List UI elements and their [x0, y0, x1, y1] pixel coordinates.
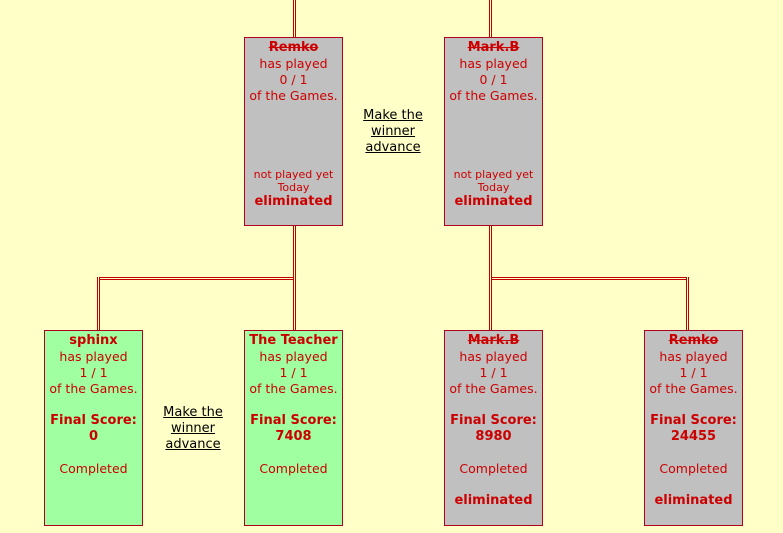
- link-line: winner: [370, 124, 416, 139]
- date-text: Today: [277, 181, 310, 194]
- bracket-connector: [686, 277, 689, 331]
- player-card-bottom-1: sphinx has played 1 / 1 of the Games. Fi…: [44, 330, 143, 526]
- eliminated-badge: eliminated: [454, 194, 533, 209]
- link-line: advance: [365, 140, 421, 155]
- date-text: Today: [477, 181, 510, 194]
- player-name: sphinx: [69, 333, 118, 348]
- final-score-value: 7408: [275, 429, 312, 444]
- final-score-label: Final Score:: [450, 413, 537, 428]
- has-played-label: has played: [459, 56, 528, 71]
- final-score-value: 24455: [670, 429, 717, 444]
- make-winner-advance-link[interactable]: Make the winner advance: [156, 405, 230, 453]
- player-card-bottom-3: Mark.B has played 1 / 1 of the Games. Fi…: [444, 330, 543, 526]
- status-text: Completed: [259, 461, 328, 476]
- games-count: 0 / 1: [479, 72, 508, 87]
- status-text: not played yet: [453, 168, 534, 181]
- of-games-label: of the Games.: [249, 88, 338, 103]
- link-line: Make the: [163, 405, 223, 420]
- player-card-top-1: Remko has played 0 / 1 of the Games. not…: [244, 37, 343, 226]
- bracket-connector: [489, 277, 689, 280]
- status-text: not played yet: [253, 168, 334, 181]
- of-games-label: of the Games.: [449, 88, 538, 103]
- bracket-connector: [97, 277, 100, 331]
- bracket-connector: [489, 277, 492, 331]
- bracket-connector: [97, 277, 296, 280]
- player-name: Mark.B: [467, 333, 520, 348]
- games-count: 1 / 1: [479, 365, 508, 380]
- has-played-label: has played: [259, 56, 328, 71]
- games-count: 1 / 1: [79, 365, 108, 380]
- eliminated-badge: eliminated: [254, 194, 333, 209]
- bracket-connector: [293, 277, 296, 331]
- status-text: Completed: [59, 461, 128, 476]
- of-games-label: of the Games.: [49, 381, 138, 396]
- has-played-label: has played: [459, 349, 528, 364]
- of-games-label: of the Games.: [449, 381, 538, 396]
- final-score-label: Final Score:: [50, 413, 137, 428]
- of-games-label: of the Games.: [649, 381, 738, 396]
- player-card-bottom-2: The Teacher has played 1 / 1 of the Game…: [244, 330, 343, 526]
- bracket-connector: [489, 0, 492, 38]
- bracket-connector: [489, 225, 492, 278]
- player-card-top-2: Mark.B has played 0 / 1 of the Games. no…: [444, 37, 543, 226]
- has-played-label: has played: [259, 349, 328, 364]
- games-count: 1 / 1: [679, 365, 708, 380]
- games-count: 0 / 1: [279, 72, 308, 87]
- status-text: Completed: [659, 461, 728, 476]
- link-line: Make the: [363, 108, 423, 123]
- eliminated-badge: eliminated: [654, 493, 733, 508]
- bracket-connector: [293, 0, 296, 38]
- player-card-bottom-4: Remko has played 1 / 1 of the Games. Fin…: [644, 330, 743, 526]
- player-name: Remko: [668, 333, 719, 348]
- games-count: 1 / 1: [279, 365, 308, 380]
- has-played-label: has played: [59, 349, 128, 364]
- bracket-connector: [293, 225, 296, 278]
- status-text: Completed: [459, 461, 528, 476]
- make-winner-advance-link[interactable]: Make the winner advance: [356, 108, 430, 156]
- final-score-label: Final Score:: [650, 413, 737, 428]
- of-games-label: of the Games.: [249, 381, 338, 396]
- link-line: winner: [170, 421, 216, 436]
- link-line: advance: [165, 437, 221, 452]
- final-score-label: Final Score:: [250, 413, 337, 428]
- player-name: The Teacher: [249, 333, 338, 348]
- player-name: Remko: [268, 40, 319, 55]
- final-score-value: 8980: [475, 429, 512, 444]
- player-name: Mark.B: [467, 40, 520, 55]
- eliminated-badge: eliminated: [454, 493, 533, 508]
- final-score-value: 0: [88, 429, 99, 444]
- has-played-label: has played: [659, 349, 728, 364]
